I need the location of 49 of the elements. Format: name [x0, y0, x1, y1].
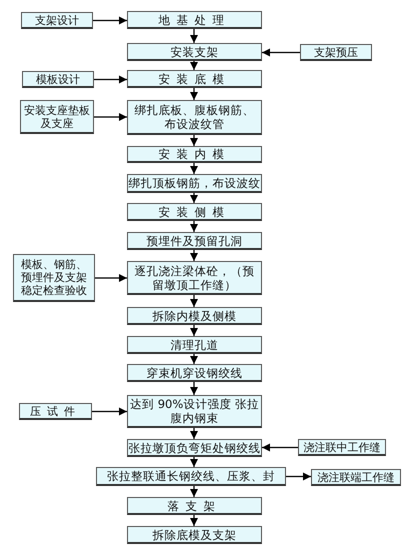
arrow	[190, 61, 198, 70]
process-box: 压试件	[19, 403, 92, 420]
arrow	[190, 193, 198, 203]
arrow	[190, 486, 198, 497]
process-box: 逐孔浇注梁体砼，（预留墩顶工作缝）	[127, 261, 262, 295]
arrow	[190, 29, 198, 43]
arrow	[94, 113, 127, 121]
process-box: 张拉整联通长钢绞线、压浆、封	[96, 467, 286, 486]
arrow	[190, 428, 198, 439]
process-box: 浇注联中工作缝	[298, 439, 386, 456]
arrow	[190, 515, 198, 526]
arrow	[93, 16, 127, 24]
process-box: 支架预压	[300, 44, 372, 61]
process-box: 清理孔道	[127, 336, 262, 354]
arrow	[95, 274, 127, 282]
process-box: 穿束机穿设钢绞线	[127, 364, 262, 382]
process-box: 安装底模	[127, 70, 262, 88]
arrow	[190, 163, 198, 174]
process-box: 安装内模	[127, 146, 262, 163]
process-box: 模板设计	[22, 71, 94, 88]
arrow	[190, 221, 198, 232]
arrow	[92, 408, 127, 416]
arrow	[286, 472, 311, 480]
process-box: 拆除内模及侧模	[127, 307, 262, 325]
arrow	[262, 444, 298, 452]
process-box: 绑扎底板、腹板钢筋、布设波纹管	[127, 100, 262, 135]
process-box: 支架设计	[21, 12, 93, 29]
arrow	[262, 48, 300, 56]
process-box: 浇注联端工作缝	[311, 469, 401, 486]
process-box: 张拉墩顶负弯矩处钢绞线	[127, 439, 262, 457]
process-box: 拆除底模及支架	[127, 526, 262, 544]
arrow	[190, 88, 198, 100]
process-box: 安装支架	[127, 43, 262, 61]
arrow	[94, 76, 127, 84]
process-box: 预埋件及预留孔洞	[127, 232, 262, 250]
process-box: 地基处理	[127, 11, 262, 29]
process-box: 模板、钢筋、预埋件及支架稳定检查验收	[13, 254, 95, 302]
process-box: 绑扎顶板钢筋，布设波纹	[127, 174, 262, 193]
process-box: 安装侧模	[127, 203, 262, 221]
arrow	[190, 325, 198, 336]
arrow	[190, 295, 198, 307]
process-box: 安装支座垫板及支座	[20, 100, 94, 134]
arrow	[190, 250, 198, 261]
process-box: 落支架	[127, 497, 262, 515]
arrow	[190, 457, 198, 467]
arrow	[190, 354, 198, 364]
arrow	[190, 382, 198, 395]
process-box: 达到 90%设计强度 张拉腹内钢束	[127, 395, 262, 428]
arrow	[190, 135, 198, 146]
